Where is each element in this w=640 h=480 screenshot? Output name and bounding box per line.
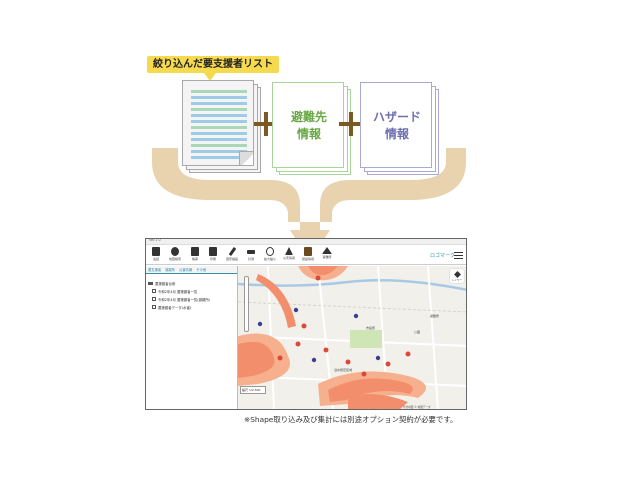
folder-icon [148, 281, 153, 285]
map-label: 公園 [414, 330, 421, 334]
building-icon [304, 247, 312, 256]
hazard-info-line2: 情報 [384, 127, 409, 141]
tab-support[interactable]: 要支援者 [148, 268, 162, 272]
house-icon [322, 247, 332, 254]
hazard-info-line1: ハザード [372, 110, 421, 124]
hazard-map[interactable]: レイヤー 市役所 浸水想定区域 公園 避難所 縮尺 1/2,500 背景地図 ©… [238, 266, 466, 409]
tree-item[interactable]: 令和2年4月 要援護者一覧 [148, 287, 235, 295]
layer-tree: 要援護者台帳 令和2年4月 要援護者一覧 令和2年4月 要援護者一覧(避難所) … [146, 274, 237, 316]
zoom-icon [266, 247, 274, 256]
map-label: 浸水想定区域 [334, 368, 353, 372]
map-label: 市役所 [366, 326, 376, 330]
toolbar-button-warning[interactable]: 災害情報 [282, 247, 296, 264]
toolbar-button-zoom[interactable]: 拡大縮小 [263, 247, 277, 264]
evacuation-info-line1: 避難先 [290, 110, 327, 124]
checkbox[interactable] [152, 305, 156, 309]
ruler-icon [247, 250, 255, 254]
narrowed-list-tag: 絞り込んだ要支援者リスト [147, 56, 279, 73]
tag-pointer [204, 73, 216, 81]
map-canvas [238, 266, 466, 409]
phone-icon [152, 247, 160, 256]
print-icon [209, 247, 217, 256]
tree-item[interactable]: 要援護者データ(水害) [148, 303, 235, 311]
layer-sidebar: 要支援者 避難所 災害情報 その他 要援護者台帳 令和2年4月 要援護者一覧 令… [146, 266, 238, 409]
evacuation-info-line2: 情報 [296, 127, 321, 141]
pen-icon [228, 246, 236, 257]
toolbar-button-pen[interactable]: 図形描画 [225, 246, 239, 264]
map-credit: 背景地図 © 地図データ [403, 406, 431, 409]
tree-item[interactable]: 令和2年4月 要援護者一覧(避難所) [148, 295, 235, 303]
toolbar-button-search[interactable]: 地図検索 [168, 247, 182, 264]
toolbar-button-print[interactable]: 印刷 [206, 247, 220, 264]
toolbar-button-ruler[interactable]: 計測 [244, 247, 258, 264]
checkbox[interactable] [152, 289, 156, 293]
app-window: Ver.1.0 電話 地図検索 帳票 印刷 図形描画 [145, 238, 467, 410]
toolbar-button-house[interactable]: 避難所 [320, 247, 334, 264]
tree-item[interactable]: 要援護者台帳 [148, 279, 235, 287]
warning-icon [285, 247, 293, 255]
toolbar-button-building[interactable]: 施設情報 [301, 247, 315, 264]
toolbar-button-phone[interactable]: 電話 [149, 247, 163, 264]
tab-disaster[interactable]: 災害情報 [179, 268, 193, 272]
title-bar: Ver.1.0 [146, 239, 466, 245]
sidebar-tabs: 要支援者 避難所 災害情報 その他 [146, 266, 237, 274]
hamburger-menu-icon[interactable] [454, 252, 463, 259]
document-icon [191, 247, 199, 256]
tab-other[interactable]: その他 [196, 268, 207, 272]
plus-icon [339, 112, 363, 136]
window-title: Ver.1.0 [149, 238, 161, 242]
checkbox[interactable] [152, 297, 156, 301]
footnote: ※Shape取り込み及び集計には別途オプション契約が必要です。 [244, 415, 458, 424]
toolbar: 電話 地図検索 帳票 印刷 図形描画 計測 [146, 245, 466, 265]
map-label: 避難所 [430, 314, 440, 318]
search-icon [171, 247, 179, 256]
toolbar-button-document[interactable]: 帳票 [188, 247, 202, 264]
plus-icon [254, 112, 278, 136]
tab-shelter[interactable]: 避難所 [165, 268, 176, 272]
layers-icon [453, 271, 461, 278]
brand-logo: ロゴマーク [430, 253, 456, 259]
scale-indicator: 縮尺 1/2,500 [240, 386, 266, 394]
layer-button[interactable]: レイヤー [450, 269, 464, 283]
zoom-slider[interactable] [244, 276, 249, 332]
